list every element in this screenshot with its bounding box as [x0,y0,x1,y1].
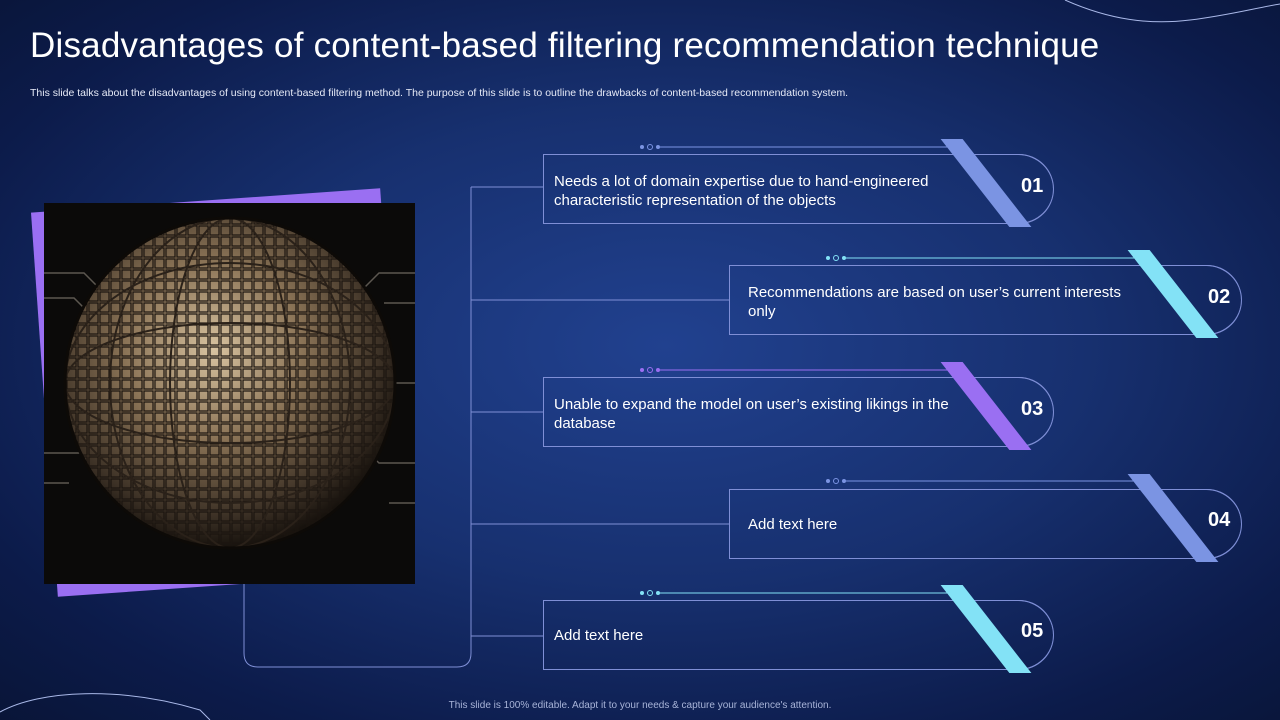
disadvantage-card-2: Recommendations are based on user’s curr… [729,265,1242,335]
footer-note: This slide is 100% editable. Adapt it to… [448,700,832,711]
bottom-left-curve [0,693,211,720]
top-right-curve [1064,0,1280,23]
card-2-dots [826,255,1144,261]
page-subtitle: This slide talks about the disadvantages… [30,87,849,99]
card-3-dots [640,367,958,373]
card-2-number: 02 [1208,286,1231,308]
card-3-number: 03 [1021,398,1044,420]
card-1-number: 01 [1021,175,1044,197]
card-5-number: 05 [1021,620,1044,642]
card-1-dots [640,144,958,150]
card-4-number: 04 [1208,509,1231,531]
sphere-illustration [44,216,415,550]
card-2-text: Recommendations are based on user’s curr… [748,284,1121,320]
card-5-dots [640,590,958,596]
sphere-image [44,203,415,584]
card-4-dots [826,478,1144,484]
face-tiles [65,218,395,548]
card-5-text: Add text here [554,627,644,644]
card-4-text: Add text here [748,516,838,533]
disadvantage-card-3: Unable to expand the model on user’s exi… [543,377,1054,447]
card-1-text: Needs a lot of domain expertise due to h… [554,173,929,209]
page-title: Disadvantages of content-based filtering… [30,26,1100,65]
card-3-text: Unable to expand the model on user’s exi… [554,396,949,432]
connector-lines [243,186,729,668]
